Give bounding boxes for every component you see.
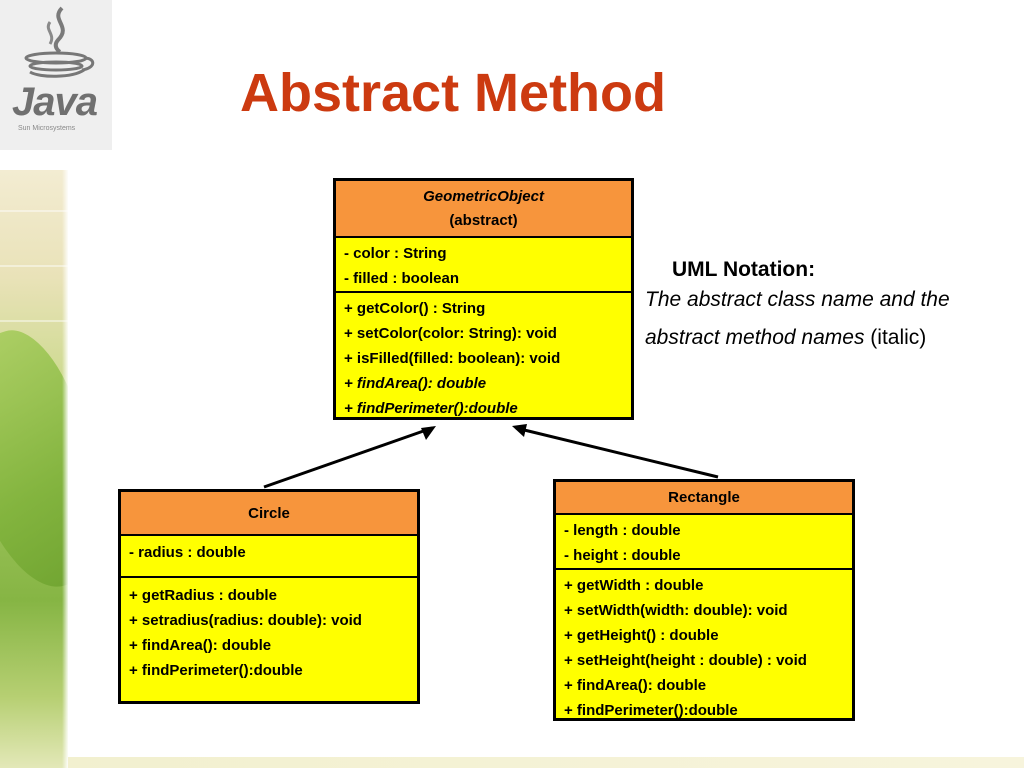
class-header: Rectangle bbox=[556, 482, 852, 515]
coffee-cup-icon bbox=[24, 6, 95, 78]
attribute: - color : String bbox=[344, 245, 447, 262]
arrow-rectangle-to-geometricobject bbox=[512, 424, 719, 479]
operation: + setWidth(width: double): void bbox=[564, 602, 788, 619]
class-operations: + getRadius : double + setradius(radius:… bbox=[121, 578, 417, 683]
logo-wordmark: Java bbox=[12, 80, 98, 124]
operation: + setradius(radius: double): void bbox=[129, 612, 362, 629]
note-italic-text: abstract method names bbox=[645, 326, 865, 349]
arrow-circle-to-geometricobject bbox=[263, 426, 436, 489]
abstract-operation: + findPerimeter():double bbox=[344, 400, 518, 417]
operation: + isFilled(filled: boolean): void bbox=[344, 350, 561, 367]
slide-title: Abstract Method bbox=[240, 63, 667, 123]
operation: + getRadius : double bbox=[129, 587, 277, 604]
note-title: UML Notation: bbox=[672, 258, 816, 281]
attribute: - height : double bbox=[564, 547, 681, 564]
class-operations: + getWidth : double + setWidth(width: do… bbox=[556, 570, 852, 723]
operation: + setColor(color: String): void bbox=[344, 325, 557, 342]
operation: + findPerimeter():double bbox=[129, 662, 303, 679]
class-attributes: - color : String - filled : boolean bbox=[336, 238, 631, 293]
class-name: GeometricObject bbox=[423, 187, 544, 205]
class-header: Circle bbox=[121, 492, 417, 536]
class-attributes: - radius : double bbox=[121, 536, 417, 578]
attribute: - radius : double bbox=[129, 544, 246, 561]
bottom-band bbox=[68, 757, 1024, 768]
operation: + getWidth : double bbox=[564, 577, 704, 594]
operation: + setHeight(height : double) : void bbox=[564, 652, 807, 669]
operation: + findPerimeter():double bbox=[564, 702, 738, 719]
class-stereotype: (abstract) bbox=[449, 211, 518, 229]
operation: + findArea(): double bbox=[129, 637, 272, 654]
operation: + getColor() : String bbox=[344, 300, 486, 317]
logo-subtitle: Sun Microsystems bbox=[18, 125, 76, 132]
decorative-leaf-strip bbox=[0, 170, 68, 768]
note-plain-text: (italic) bbox=[864, 326, 927, 349]
class-operations: + getColor() : String + setColor(color: … bbox=[336, 293, 631, 421]
operation: + getHeight() : double bbox=[564, 627, 719, 644]
class-name: Circle bbox=[248, 504, 290, 522]
class-name: Rectangle bbox=[668, 489, 740, 506]
attribute: - length : double bbox=[564, 522, 681, 539]
java-logo: Java Sun Microsystems bbox=[0, 0, 112, 150]
uml-class-circle: Circle - radius : double + getRadius : d… bbox=[118, 489, 420, 704]
note-line-1: The abstract class name and the bbox=[645, 288, 950, 311]
uml-class-rectangle: Rectangle - length : double - height : d… bbox=[553, 479, 855, 721]
attribute: - filled : boolean bbox=[344, 270, 459, 287]
class-header: GeometricObject (abstract) bbox=[336, 181, 631, 238]
class-attributes: - length : double - height : double bbox=[556, 515, 852, 570]
uml-class-geometricobject: GeometricObject (abstract) - color : Str… bbox=[333, 178, 634, 420]
operation: + findArea(): double bbox=[564, 677, 707, 694]
note-line-2: abstract method names (italic) bbox=[645, 326, 926, 350]
abstract-operation: + findArea(): double bbox=[344, 375, 487, 392]
